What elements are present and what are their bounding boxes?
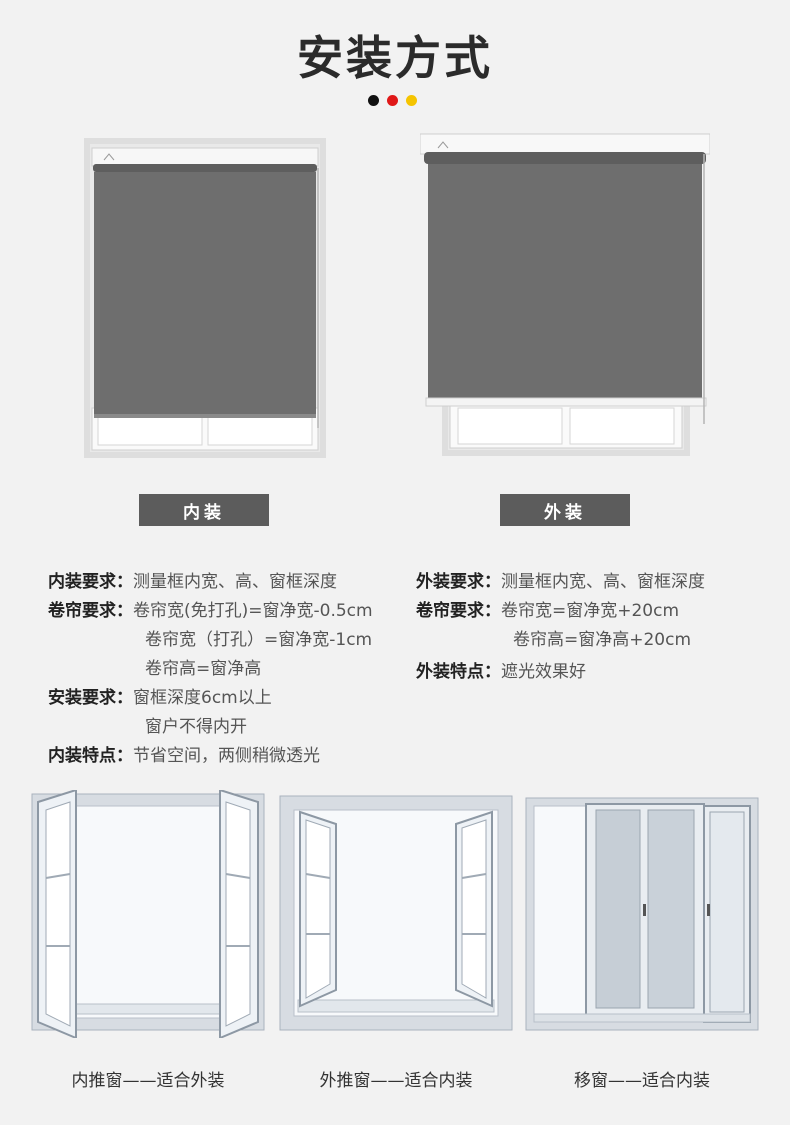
spec-row: 外装特点： 遮光效果好 bbox=[416, 658, 705, 687]
spec-value: 卷帘宽=窗净宽+20cm bbox=[501, 601, 680, 621]
spec-row: 安装要求： 窗框深度6cm以上 bbox=[48, 684, 373, 713]
inside-mount-label: 内装 bbox=[139, 494, 269, 526]
outside-mount-label: 外装 bbox=[500, 494, 630, 526]
spec-key: 卷帘要求： bbox=[416, 601, 501, 621]
dot-black bbox=[368, 95, 379, 106]
spec-row: 内装特点： 节省空间，两侧稍微透光 bbox=[48, 742, 373, 771]
spec-value: 卷帘高=窗净高 bbox=[145, 659, 262, 679]
spec-row: 外装要求： 测量框内宽、高、窗框深度 bbox=[416, 568, 705, 597]
spec-value: 窗户不得内开 bbox=[145, 717, 247, 737]
spec-value: 测量框内宽、高、窗框深度 bbox=[501, 572, 705, 592]
spec-value: 窗框深度6cm以上 bbox=[133, 688, 272, 708]
window-caption-sliding: 移窗——适合内装 bbox=[574, 1071, 710, 1091]
spec-value: 遮光效果好 bbox=[501, 662, 586, 682]
spec-value: 卷帘高=窗净高+20cm bbox=[513, 630, 692, 650]
window-caption-outward: 外推窗——适合内装 bbox=[319, 1071, 473, 1091]
spec-row: 卷帘要求： 卷帘宽=窗净宽+20cm bbox=[416, 597, 705, 626]
inside-mount-illustration bbox=[84, 138, 326, 458]
dot-yellow bbox=[406, 95, 417, 106]
spec-key: 安装要求： bbox=[48, 688, 133, 708]
dot-red bbox=[387, 95, 398, 106]
spec-row: 卷帘高=窗净高 bbox=[48, 655, 373, 684]
spec-value: 测量框内宽、高、窗框深度 bbox=[133, 572, 337, 592]
spec-key: 外装要求： bbox=[416, 572, 501, 592]
spec-key: 卷帘要求： bbox=[48, 601, 133, 621]
spec-key: 外装特点： bbox=[416, 662, 501, 682]
decorative-dots bbox=[368, 95, 417, 106]
spec-value: 节省空间，两侧稍微透光 bbox=[133, 746, 320, 766]
outside-specs: 外装要求： 测量框内宽、高、窗框深度 卷帘要求： 卷帘宽=窗净宽+20cm 卷帘… bbox=[416, 568, 705, 687]
spec-key: 内装特点： bbox=[48, 746, 133, 766]
inside-specs: 内装要求： 测量框内宽、高、窗框深度 卷帘要求： 卷帘宽(免打孔)=窗净宽-0.… bbox=[48, 568, 373, 771]
spec-row: 卷帘高=窗净高+20cm bbox=[416, 626, 705, 655]
outside-mount-illustration bbox=[420, 132, 710, 458]
spec-key: 内装要求： bbox=[48, 572, 133, 592]
inward-casement-window-icon bbox=[30, 790, 266, 1038]
spec-row: 卷帘要求： 卷帘宽(免打孔)=窗净宽-0.5cm bbox=[48, 597, 373, 626]
outward-casement-window-icon bbox=[278, 794, 514, 1032]
spec-row: 窗户不得内开 bbox=[48, 713, 373, 742]
spec-value: 卷帘宽(免打孔)=窗净宽-0.5cm bbox=[133, 601, 373, 621]
page-title: 安装方式 bbox=[297, 31, 493, 85]
window-caption-inward: 内推窗——适合外装 bbox=[71, 1071, 225, 1091]
spec-value: 卷帘宽（打孔）=窗净宽-1cm bbox=[145, 630, 373, 650]
spec-row: 内装要求： 测量框内宽、高、窗框深度 bbox=[48, 568, 373, 597]
spec-row: 卷帘宽（打孔）=窗净宽-1cm bbox=[48, 626, 373, 655]
sliding-window-icon bbox=[524, 796, 760, 1032]
